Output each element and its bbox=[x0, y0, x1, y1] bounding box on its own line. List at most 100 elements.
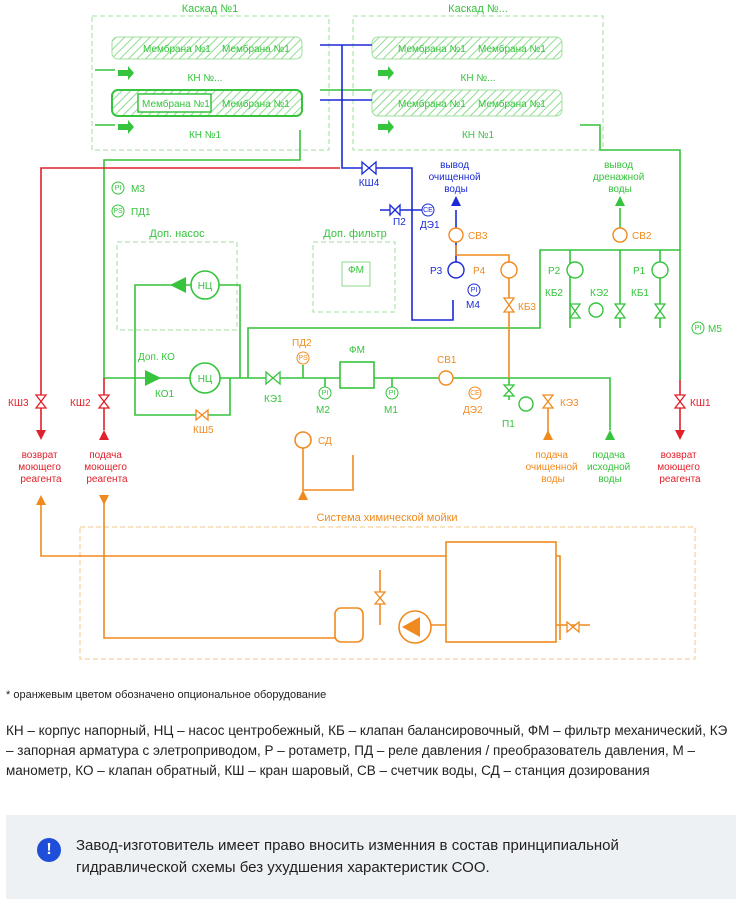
label-p1: П1 bbox=[502, 419, 515, 430]
label-pd1: ПД1 bbox=[131, 207, 151, 218]
membrane-label: Мембрана №1 bbox=[398, 98, 466, 110]
arrow-up-icon bbox=[451, 196, 461, 206]
abbreviation-legend: КН – корпус напорный, НЦ – насос центроб… bbox=[6, 723, 728, 778]
label-m4: М4 bbox=[466, 300, 480, 311]
conductivity-icon bbox=[421, 203, 435, 217]
cascadeN-box bbox=[352, 15, 604, 151]
info-box: ! Завод-изготовитель имеет право вносить… bbox=[6, 815, 736, 899]
ball-valve-icon bbox=[373, 591, 387, 605]
motor-valve-icon bbox=[265, 370, 281, 386]
label-ksh3: КШ3 bbox=[8, 398, 29, 409]
label-de2: ДЭ2 bbox=[463, 405, 483, 416]
label-ko1: КО1 bbox=[155, 389, 174, 400]
dop-filter-title: Доп. фильтр bbox=[323, 228, 386, 240]
water-meter-icon bbox=[438, 370, 454, 386]
gauge-icon bbox=[111, 181, 125, 195]
check-valve-icon bbox=[170, 277, 186, 293]
cip-filter bbox=[334, 607, 364, 643]
return-reagent-left: возврат моющего реагента bbox=[18, 450, 63, 485]
label-ke1: КЭ1 bbox=[264, 394, 283, 405]
cip-tank bbox=[445, 541, 557, 643]
sample-valve-icon bbox=[389, 203, 401, 217]
rotameter-icon bbox=[447, 261, 465, 279]
label-ksh5: КШ5 bbox=[193, 425, 214, 436]
cip-box bbox=[79, 526, 696, 660]
fm-label: ФМ bbox=[348, 265, 364, 276]
membrane-housings bbox=[111, 36, 563, 117]
arrow-up-icon bbox=[36, 495, 46, 505]
housing-label: КН №1 bbox=[462, 130, 495, 141]
label-ksh2: КШ2 bbox=[70, 398, 91, 409]
motor-valve-icon bbox=[541, 394, 555, 409]
gauge-icon bbox=[385, 386, 399, 400]
water-meter-icon bbox=[448, 227, 464, 243]
label-kb2: КБ2 bbox=[545, 288, 563, 299]
membrane-label: Мембрана №1 bbox=[142, 98, 210, 110]
arrow-down-icon bbox=[99, 495, 109, 505]
filter-fm-dop bbox=[341, 261, 371, 287]
blue-pipes bbox=[320, 44, 457, 321]
arrow-right-icon bbox=[378, 120, 394, 134]
check-valve-icon bbox=[145, 370, 161, 386]
gauge-label: PI bbox=[322, 390, 329, 397]
housing-label: КН №... bbox=[461, 73, 496, 84]
filter-fm bbox=[339, 361, 375, 389]
membrane-label: Мембрана №1 bbox=[222, 43, 290, 55]
feed-reagent: подача моющего реагента bbox=[84, 450, 129, 485]
cascadeN-title: Каскад №... bbox=[448, 3, 508, 15]
label-ke2: КЭ2 bbox=[590, 288, 609, 299]
arrow-down-icon bbox=[675, 430, 685, 440]
label-sd: СД bbox=[318, 436, 332, 447]
balance-valve-icon bbox=[568, 303, 582, 319]
arrow-up-icon bbox=[99, 430, 109, 440]
label-r2: Р2 bbox=[548, 266, 561, 277]
svg-text:НЦ: НЦ bbox=[198, 281, 213, 292]
feed-source: подача исходной воды bbox=[587, 450, 633, 485]
label-p2: П2 bbox=[393, 217, 406, 228]
ce-label: CE bbox=[470, 390, 480, 397]
label-m1: М1 bbox=[384, 405, 398, 416]
label-pd2: ПД2 bbox=[292, 338, 312, 349]
label-r1: Р1 bbox=[633, 266, 646, 277]
label-de1: ДЭ1 bbox=[420, 220, 440, 231]
label-sv3: СВ3 bbox=[468, 231, 488, 242]
housing-label: КН №... bbox=[188, 73, 223, 84]
rotameter-icon bbox=[500, 261, 518, 279]
dosing-station-icon bbox=[294, 431, 312, 449]
water-meter-icon bbox=[612, 227, 628, 243]
pump-nc: НЦ bbox=[189, 362, 221, 394]
gauge-label: PI bbox=[695, 325, 702, 332]
gauge-icon bbox=[691, 321, 705, 335]
svg-text:НЦ: НЦ bbox=[198, 374, 213, 385]
label-sv1: СВ1 bbox=[437, 355, 457, 366]
ball-valve-icon bbox=[195, 408, 209, 422]
optional-note: * оранжевым цветом обозначено опциональн… bbox=[6, 689, 327, 701]
label-m3: М3 bbox=[131, 184, 145, 195]
gauge-label: PI bbox=[471, 287, 478, 294]
housing-label: КН №1 bbox=[189, 130, 222, 141]
info-text: Завод-изготовитель имеет право вносить и… bbox=[76, 837, 619, 876]
arrow-up-icon bbox=[605, 430, 615, 440]
arrow-up-icon bbox=[615, 196, 625, 206]
ball-valve-icon bbox=[566, 620, 580, 634]
dop-pump-box bbox=[116, 241, 238, 331]
pressure-switch-icon bbox=[111, 204, 125, 218]
sample-valve-icon bbox=[502, 384, 516, 397]
label-sv2: СВ2 bbox=[632, 231, 652, 242]
conductivity-icon bbox=[468, 386, 482, 400]
label-m5: М5 bbox=[708, 324, 722, 335]
dop-pump-title: Доп. насос bbox=[149, 228, 205, 240]
balance-valve-icon bbox=[653, 303, 667, 319]
label-p3: Р3 bbox=[430, 266, 443, 277]
cascade1-title: Каскад №1 bbox=[182, 3, 239, 15]
label-m2: М2 bbox=[316, 405, 330, 416]
ce-label: CE bbox=[423, 207, 433, 214]
ps-label: PS bbox=[113, 208, 123, 215]
gauge-icon bbox=[318, 386, 332, 400]
dop-filter-box bbox=[312, 241, 396, 313]
arrow-right-icon bbox=[118, 120, 134, 134]
ball-valve-icon bbox=[361, 160, 377, 176]
membrane-label: Мембрана №1 bbox=[478, 43, 546, 55]
gauge-icon bbox=[467, 283, 481, 297]
label-ksh1: КШ1 bbox=[690, 398, 711, 409]
